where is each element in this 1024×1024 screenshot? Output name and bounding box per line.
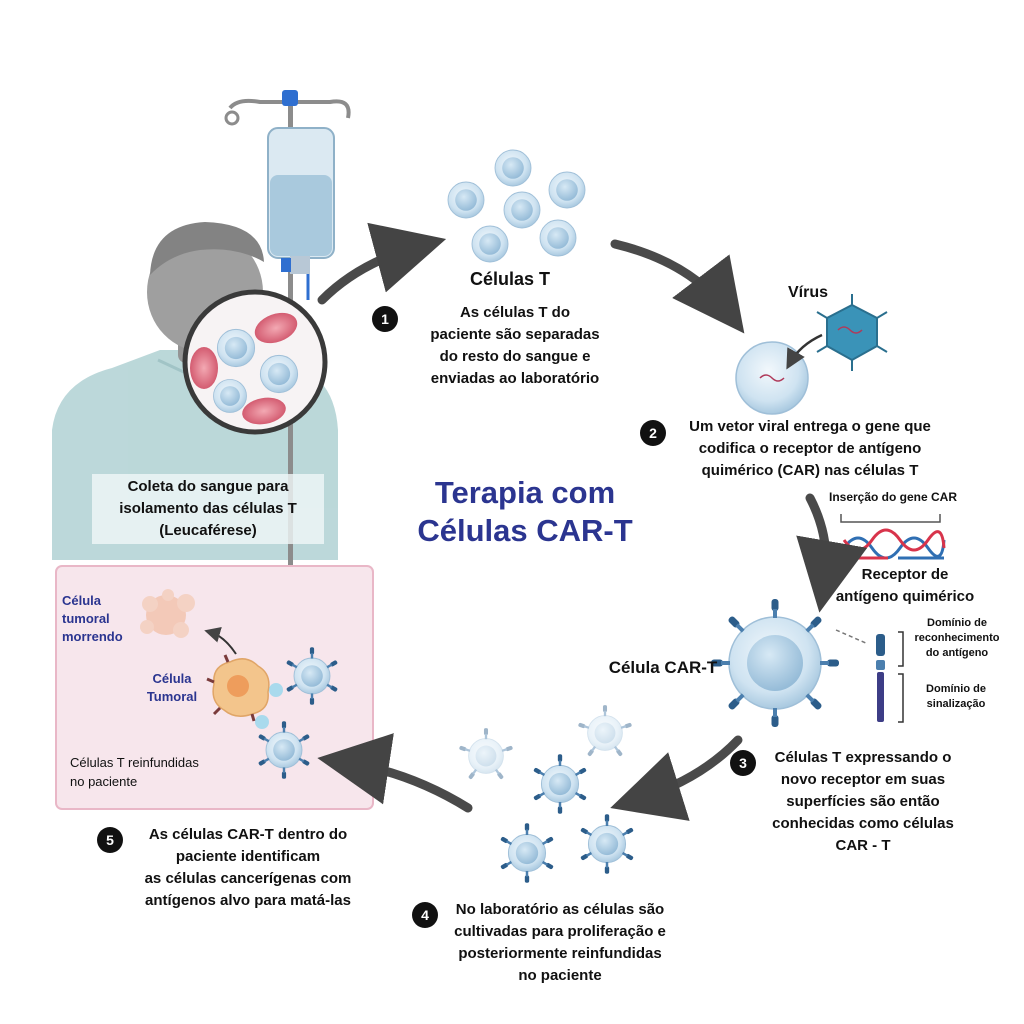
title-line-2: Células CAR-T: [417, 513, 633, 548]
signal-line-1: Domínio de: [926, 683, 986, 695]
step-1-line-3: do resto do sangue e: [439, 348, 591, 365]
step-4-text: No laboratório as células são cultivadas…: [434, 899, 686, 987]
cycle-arrows: [317, 222, 868, 821]
gene-insert-label: Inserção do gene CAR: [828, 490, 958, 504]
step-1-number: 1: [372, 306, 398, 332]
blood-sample-circle: [182, 289, 328, 435]
receptor-line-1: Receptor de: [861, 566, 949, 583]
receptor-label: Receptor de antígeno quimérico: [820, 564, 990, 608]
tumor-line-1: Célula: [152, 671, 192, 686]
collection-line-1: Coleta do sangue para: [127, 478, 289, 495]
iv-drip: [224, 90, 351, 575]
collection-caption: Coleta do sangue para isolamento das cél…: [92, 474, 324, 544]
arrow-2: [610, 239, 745, 334]
signaling-domain-label: Domínio de sinalização: [906, 682, 1006, 712]
t-cell-cluster: [447, 149, 586, 263]
arrow-1: [317, 222, 447, 305]
arrow-4: [610, 735, 743, 821]
step-3-line-1: Células T expressando o: [774, 749, 952, 766]
dna-illustration: [840, 514, 946, 560]
collection-line-3: (Leucaférese): [159, 522, 257, 539]
step-3-line-4: conhecidas como células: [772, 815, 954, 832]
dying-line-1: Célula: [62, 593, 102, 608]
tumor-cell-label: Célula Tumoral: [132, 670, 212, 706]
step-5-line-4: antígenos alvo para matá-las: [145, 892, 351, 909]
step-1-line-4: enviadas ao laboratório: [430, 370, 600, 387]
step-2-line-2: codifica o receptor de antígeno: [698, 440, 922, 457]
reinfused-line-2: no paciente: [70, 774, 138, 789]
panel-car-t-cells: [255, 647, 338, 779]
car-t-cell-large: [711, 599, 839, 727]
step-2-line-3: quimérico (CAR) nas células T: [701, 462, 919, 479]
title-line-1: Terapia com: [434, 475, 616, 510]
car-t-label: Célula CAR-T: [608, 658, 718, 677]
receptor-line-2: antígeno quimérico: [835, 588, 975, 605]
step-1-text: As células T do paciente são separadas d…: [410, 302, 620, 390]
step-5-line-1: As células CAR-T dentro do: [148, 826, 348, 843]
step-3-number: 3: [730, 750, 756, 776]
signal-line-2: sinalização: [926, 698, 986, 710]
recognition-line-1: Domínio de: [927, 617, 987, 629]
virus-label: Vírus: [787, 284, 828, 301]
step-3-line-5: CAR - T: [835, 837, 891, 854]
step-5-line-2: paciente identificam: [175, 848, 321, 865]
recognition-line-2: reconhecimento: [914, 632, 1000, 644]
cultured-car-t-cells: [458, 705, 634, 883]
step-4-line-2: cultivadas para proliferação e: [454, 923, 666, 940]
step-4-line-4: no paciente: [518, 967, 602, 984]
tumor-line-2: Tumoral: [146, 689, 198, 704]
step-2-text: Um vetor viral entrega o gene que codifi…: [672, 416, 948, 482]
dying-line-2: tumoral: [62, 611, 110, 626]
step-5-text: As células CAR-T dentro do paciente iden…: [128, 824, 368, 912]
diagram-title: Terapia com Células CAR-T: [380, 474, 670, 550]
step-4-number: 4: [412, 902, 438, 928]
reinfused-line-1: Células T reinfundidas: [70, 755, 199, 770]
step-1-line-1: As células T do: [459, 304, 571, 321]
step-3-line-3: superfícies são então: [786, 793, 940, 810]
receptor-pointer: [835, 629, 869, 645]
dying-tumor-label: Célula tumoral morrendo: [62, 592, 152, 646]
t-cells-heading: Células T: [469, 269, 551, 289]
step-4-line-3: posteriormente reinfundidas: [458, 945, 662, 962]
step-5-number: 5: [97, 827, 123, 853]
step-5-line-3: as células cancerígenas com: [144, 870, 352, 887]
collection-line-2: isolamento das células T: [119, 500, 297, 517]
step-3-line-2: novo receptor em suas: [780, 771, 946, 788]
recognition-domain-label: Domínio de reconhecimento do antígeno: [904, 616, 1010, 661]
step-4-line-1: No laboratório as células são: [455, 901, 665, 918]
arrow-5: [317, 733, 473, 813]
virus-illustration: [735, 294, 888, 415]
step-2-line-1: Um vetor viral entrega o gene que: [689, 418, 931, 435]
dying-tumor-cell: [140, 589, 195, 638]
step-3-text: Células T expressando o novo receptor em…: [752, 747, 974, 857]
step-1-line-2: paciente são separadas: [430, 326, 600, 343]
recognition-line-3: do antígeno: [925, 647, 989, 659]
arrow-3: [796, 493, 868, 613]
tumor-cell: [206, 654, 270, 722]
dying-line-3: morrendo: [62, 629, 123, 644]
reinfused-label: Células T reinfundidas no paciente: [70, 753, 240, 791]
receptor-detail: [876, 631, 904, 723]
step-2-number: 2: [640, 420, 666, 446]
